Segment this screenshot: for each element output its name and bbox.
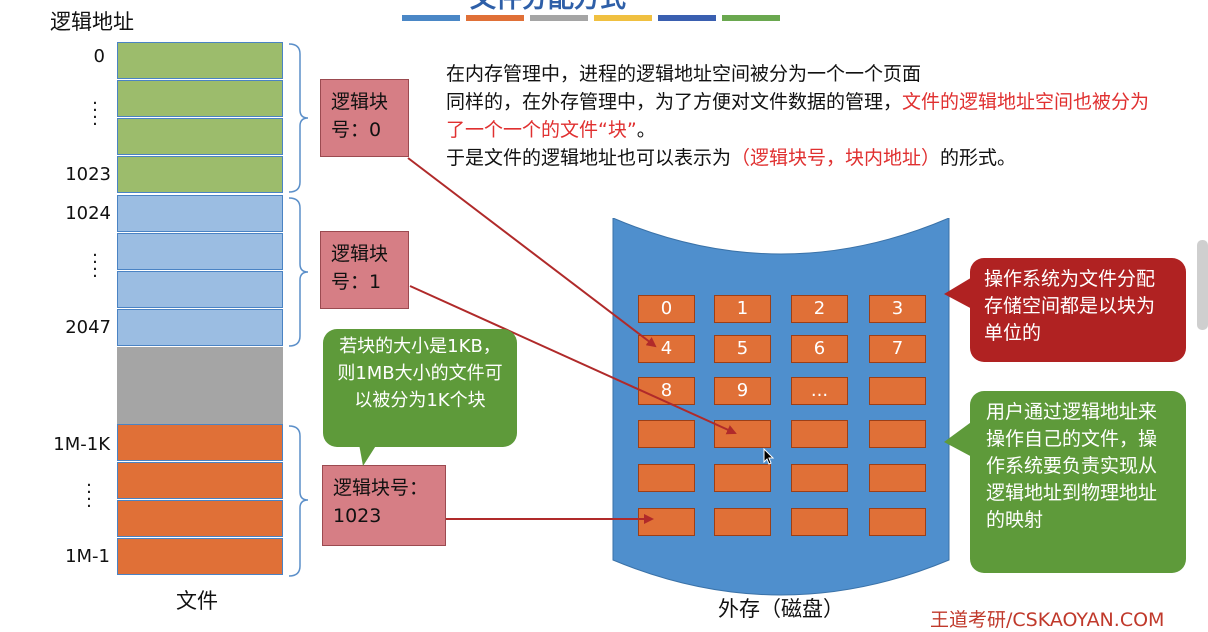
disk-block [714, 420, 771, 448]
file-block-blue [117, 271, 283, 308]
explanation-line3-prefix: 于是文件的逻辑地址也可以表示为 [446, 147, 732, 169]
disk-block [869, 464, 926, 492]
size-note-bubble: 若块的大小是1KB，则1MB大小的文件可以被分为1K个块 [323, 329, 517, 447]
file-block-blue [117, 233, 283, 270]
address-ellipsis: ···· [86, 475, 92, 517]
disk-block [869, 420, 926, 448]
address-label: 1024 [65, 203, 111, 224]
header-stripe [402, 15, 460, 21]
disk-block: 7 [869, 335, 926, 363]
explanation-line2: 同样的，在外存管理中，为了方便对文件数据的管理，文件的逻辑地址空间也被分为了一个… [446, 88, 1166, 144]
disk-block [791, 420, 848, 448]
header-stripe [530, 15, 588, 21]
explanation-text: 在内存管理中，进程的逻辑地址空间被分为一个一个页面 同样的，在外存管理中，为了方… [446, 60, 1186, 172]
address-ellipsis: ···· [92, 245, 98, 287]
bubble-tail [944, 276, 974, 310]
bubble-tail [359, 444, 377, 466]
file-block-orange [117, 538, 283, 575]
address-label: 0 [93, 46, 105, 67]
bubble-tail [944, 420, 974, 458]
address-label: 1023 [65, 164, 111, 185]
logical-address-title: 逻辑地址 [50, 10, 134, 34]
explanation-line2-suffix: 。 [636, 119, 656, 141]
disk-block [638, 464, 695, 492]
os-note-bubble: 操作系统为文件分配存储空间都是以块为单位的 [970, 258, 1186, 362]
disk-block: 9 [714, 377, 771, 405]
disk-cylinder [612, 218, 950, 596]
header-stripe [722, 15, 780, 21]
address-ellipsis: ···· [92, 93, 98, 135]
disk-block: ... [791, 377, 848, 405]
file-block-orange [117, 462, 283, 499]
file-block-green [117, 118, 283, 155]
disk-block [714, 508, 771, 536]
arrow-block1 [409, 285, 737, 435]
disk-block [869, 377, 926, 405]
file-block-green [117, 80, 283, 117]
file-block-blue [117, 309, 283, 346]
header-stripe [466, 15, 524, 21]
file-block-green [117, 156, 283, 193]
disk-block: 3 [869, 295, 926, 323]
brace [288, 43, 309, 193]
explanation-line2-prefix: 同样的，在外存管理中，为了方便对文件数据的管理， [446, 91, 903, 113]
brace [288, 425, 309, 577]
watermark: 王道考研/CSKAOYAN.COM [930, 609, 1165, 631]
logical-block-0: 逻辑块号：0 [320, 79, 409, 157]
address-label: 1M-1K [53, 434, 110, 455]
file-block-orange [117, 500, 283, 537]
address-label: 1M-1 [65, 546, 110, 567]
disk-block: 1 [714, 295, 771, 323]
disk-block [638, 420, 695, 448]
disk-block [714, 464, 771, 492]
disk-block: 8 [638, 377, 695, 405]
explanation-line2-highlight: 文件的逻辑地址空间也被分为了一个一个的文件“块” [446, 91, 1150, 141]
file-caption: 文件 [176, 589, 218, 613]
explanation-line1: 在内存管理中，进程的逻辑地址空间被分为一个一个页面 [446, 63, 922, 85]
arrow-block0 [407, 157, 657, 348]
header-title: 文件分配方式 [470, 0, 626, 15]
disk-block [791, 464, 848, 492]
header-stripe [594, 15, 652, 21]
disk-block: 5 [714, 335, 771, 363]
file-block-blue [117, 195, 283, 232]
file-block-green [117, 42, 283, 79]
explanation-line3-highlight: （逻辑块号，块内地址） [731, 147, 941, 169]
file-block-gap [117, 347, 283, 424]
address-label: 2047 [65, 317, 111, 338]
explanation-line3: 于是文件的逻辑地址也可以表示为（逻辑块号，块内地址）的形式。 [446, 144, 1186, 172]
disk-block: 0 [638, 295, 695, 323]
explanation-line3-suffix: 的形式。 [940, 147, 1017, 169]
disk-caption: 外存（磁盘） [718, 597, 844, 621]
logical-block-1: 逻辑块号：1 [320, 231, 409, 309]
mouse-cursor-icon [763, 448, 775, 465]
user-note-bubble: 用户通过逻辑地址来操作自己的文件，操作系统要负责实现从逻辑地址到物理地址的映射 [970, 391, 1186, 573]
header-stripe [658, 15, 716, 21]
disk-block: 6 [791, 335, 848, 363]
logical-block-1023: 逻辑块号：1023 [322, 465, 446, 546]
brace [288, 197, 309, 347]
disk-block [791, 508, 848, 536]
disk-block [869, 508, 926, 536]
disk-block: 2 [791, 295, 848, 323]
file-block-orange [117, 424, 283, 461]
scrollbar-handle[interactable] [1197, 240, 1208, 330]
